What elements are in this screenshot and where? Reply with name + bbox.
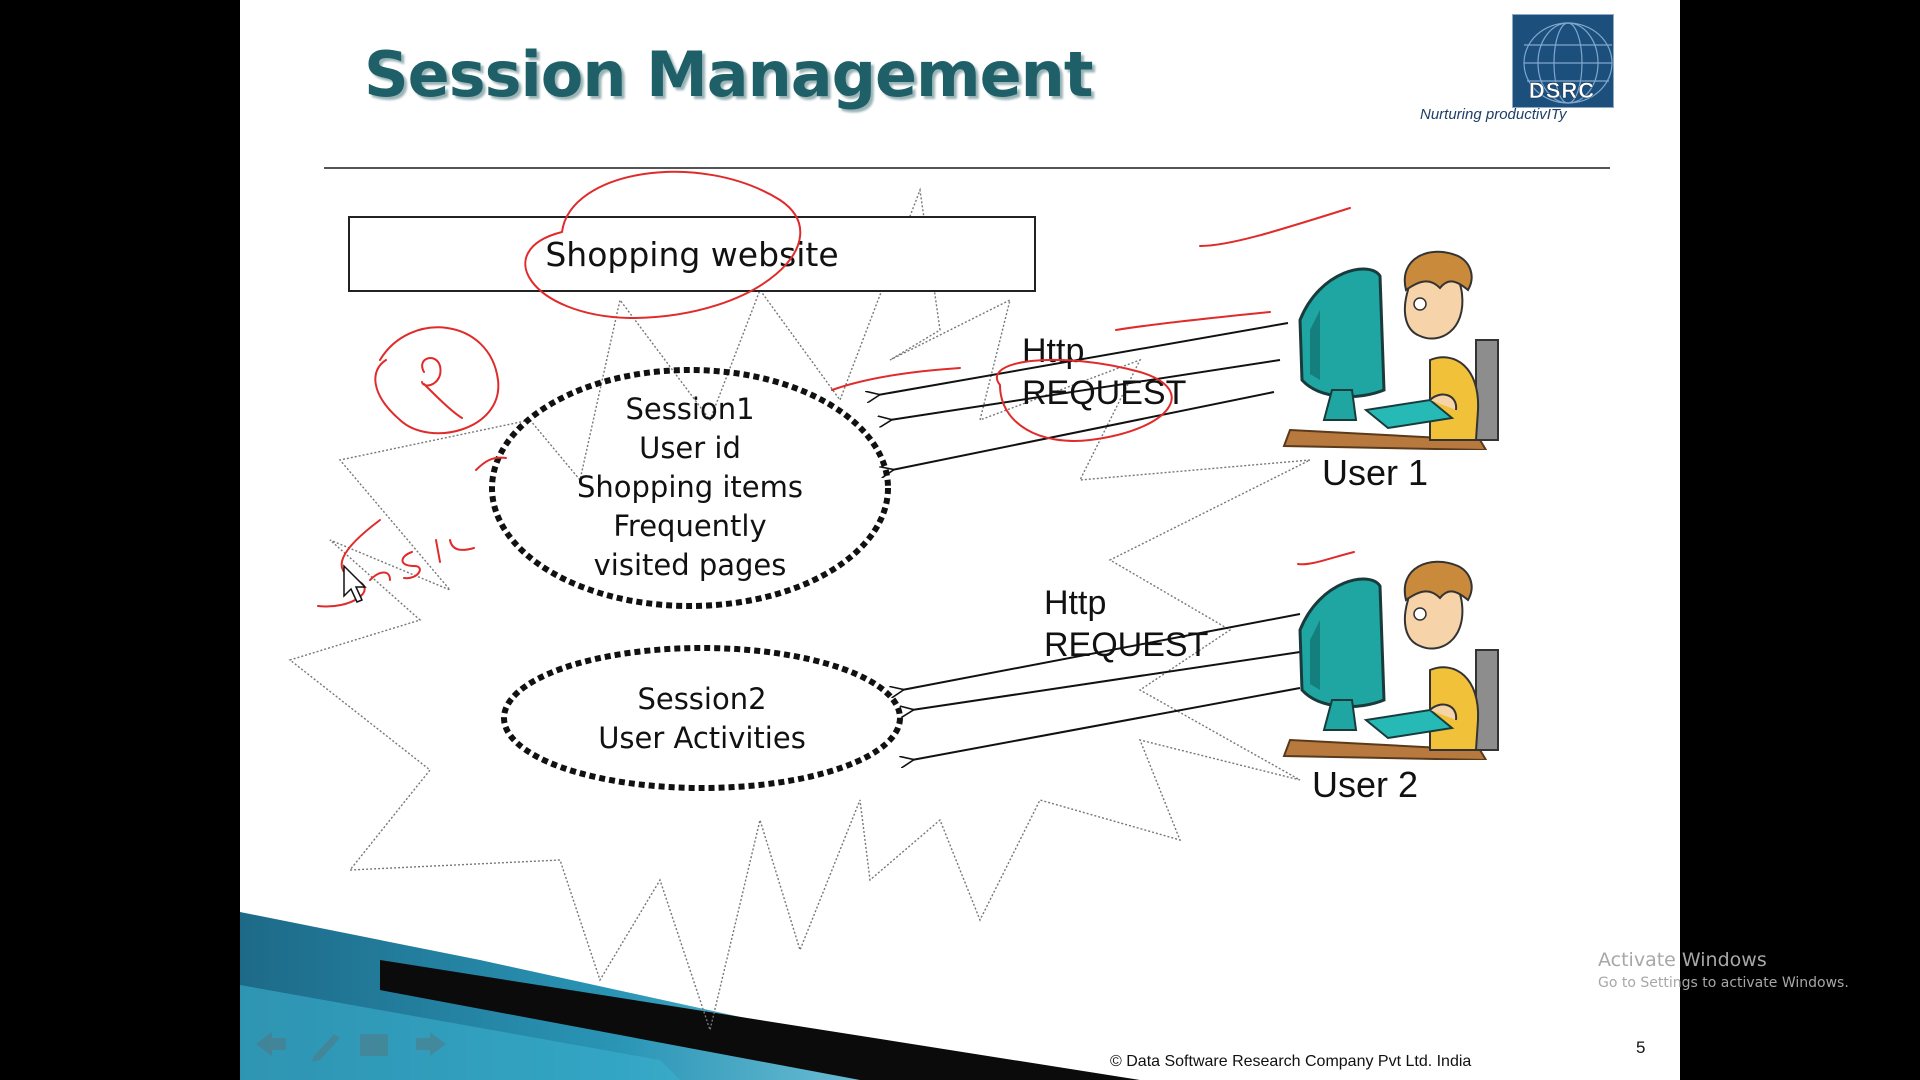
presentation-slide: Session Management DSRC Nurturing produc… [240, 0, 1680, 1080]
session-ellipses [489, 367, 903, 791]
user-at-computer-icon [1282, 560, 1499, 760]
session2-line: User Activities [598, 721, 806, 755]
session1-line: Shopping items [576, 470, 804, 504]
user1-label: User 1 [1322, 452, 1429, 493]
user2-label: User 2 [1312, 764, 1419, 805]
request-label-line: Http [1022, 332, 1085, 370]
session1-line: User id [639, 431, 741, 465]
forward-arrow-icon[interactable] [416, 1032, 446, 1056]
title-divider [324, 167, 1610, 169]
annotation-letter-e [369, 571, 391, 581]
session1-details: Session1 User id Shopping items Frequent… [490, 390, 890, 585]
session1-ellipse [489, 367, 891, 609]
session2-details: Session2 User Activities [502, 680, 902, 758]
back-arrow-icon[interactable] [256, 1032, 286, 1056]
annotation-letter-s [317, 519, 381, 608]
pen-annotations [317, 170, 1355, 608]
activate-windows-watermark: Activate Windows Go to Settings to activ… [1598, 948, 1849, 994]
user2-arrow-1 [902, 613, 1301, 690]
user2-arrow-2 [912, 651, 1301, 710]
annotation-stroke [1115, 311, 1271, 331]
mouse-cursor-icon [343, 564, 367, 603]
session2-ellipse [501, 645, 903, 791]
annotation-letter-r [421, 357, 463, 419]
slide-title: Session Management [364, 38, 1093, 111]
annotation-circle-r [374, 326, 500, 435]
speech-balloon-outline [288, 187, 1311, 1033]
annotation-stroke-user2 [1297, 551, 1355, 566]
light-swoosh [240, 985, 680, 1080]
logo-text: DSRC [1528, 78, 1596, 104]
annotation-letters [435, 539, 475, 563]
session1-line: Frequently [613, 509, 767, 543]
session1-line: visited pages [593, 548, 787, 582]
session2-line: Session2 [637, 682, 767, 716]
request-arrows [240, 322, 1301, 1080]
globe-icon [1523, 22, 1613, 104]
dsrc-logo [1512, 14, 1614, 108]
shopping-website-box: Shopping website [348, 216, 1036, 292]
activate-windows-subtitle: Go to Settings to activate Windows. [1598, 975, 1849, 991]
page-number: 5 [1636, 1038, 1646, 1057]
pen-icon[interactable] [312, 1034, 340, 1062]
request-label-line: Http [1044, 584, 1107, 622]
activate-windows-title: Activate Windows [1598, 949, 1767, 971]
session1-line: Session1 [625, 392, 755, 426]
request-label-line: REQUEST [1044, 626, 1209, 664]
user-at-computer-icon [1282, 250, 1499, 450]
annotation-stroke [475, 456, 507, 471]
slides-menu-icon[interactable] [360, 1034, 388, 1056]
slide-decoration [240, 187, 1311, 1080]
user2-computer-illustration [1282, 560, 1499, 760]
black-swoosh [380, 960, 1140, 1080]
annotation-stroke [831, 367, 961, 391]
copyright-footer: © Data Software Research Company Pvt Ltd… [1110, 1053, 1472, 1070]
annotation-letter-s [401, 551, 421, 580]
logo-tagline: Nurturing productivITy [1420, 106, 1567, 123]
annotation-circle-website [524, 170, 802, 320]
presenter-toolbar[interactable] [250, 1024, 450, 1064]
user1-arrow-2 [890, 359, 1281, 420]
annotation-circle-request [996, 358, 1173, 442]
http-request-label-2: Http REQUEST [1044, 582, 1208, 666]
user1-computer-illustration [1282, 250, 1499, 450]
user2-arrow-3 [912, 687, 1301, 760]
user1-arrow-1 [878, 322, 1289, 395]
user1-arrow-3 [892, 391, 1275, 470]
annotation-stroke-user1 [1199, 207, 1351, 247]
